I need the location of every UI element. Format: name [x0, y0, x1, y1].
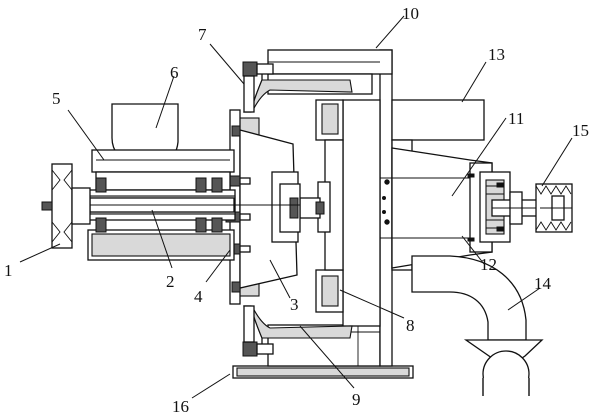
callout-8: 8: [406, 316, 415, 335]
callout-6: 6: [170, 63, 179, 82]
discharge-elbow: [411, 255, 546, 418]
diaphragm: [242, 61, 353, 357]
callout-9: 9: [352, 390, 361, 409]
v-belt-pulley-left: [41, 163, 91, 249]
callout-14: 14: [534, 274, 552, 293]
callout-5: 5: [52, 89, 61, 108]
callout-2: 2: [166, 272, 175, 291]
callout-12: 12: [480, 255, 497, 274]
rear-casing: [315, 99, 381, 327]
callout-4: 4: [194, 287, 203, 306]
screw-shaft: [69, 177, 300, 233]
callout-7: 7: [198, 25, 207, 44]
callout-16: 16: [172, 397, 189, 416]
base-plate: [232, 365, 414, 379]
callout-3: 3: [290, 295, 299, 314]
callout-1: 1: [4, 261, 13, 280]
callout-11: 11: [508, 109, 524, 128]
bearing-housing: [380, 147, 493, 269]
callout-13: 13: [488, 45, 505, 64]
inner-hub: [239, 129, 301, 289]
leader-lines: [19, 15, 573, 399]
impeller-disc: [299, 139, 344, 271]
callout-10: 10: [402, 4, 419, 23]
callout-labels: 1 2 3 4 5 6 7 8 9 10 11 12 13 14 15 16: [4, 4, 589, 416]
v-belt-pulley-right: [535, 183, 573, 233]
callout-15: 15: [572, 121, 589, 140]
